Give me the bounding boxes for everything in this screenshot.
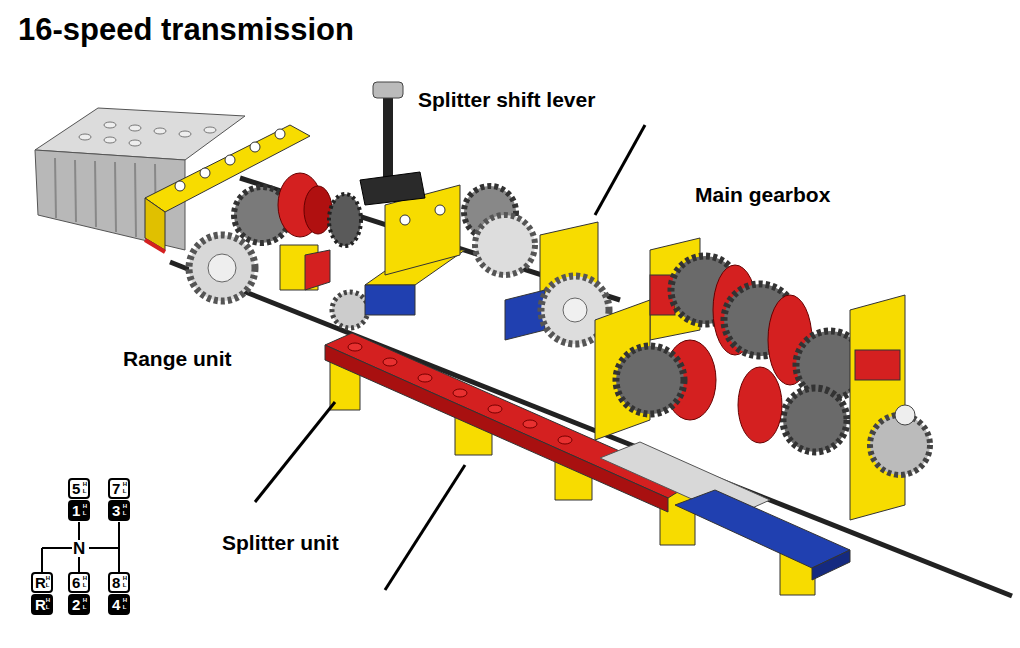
- title: 16-speed transmission: [18, 12, 354, 48]
- gear-number: 5: [72, 481, 80, 496]
- gear-tile: 1HL: [68, 500, 90, 521]
- gear-tile: 5HL: [68, 478, 90, 499]
- gear-number: 3: [112, 503, 120, 518]
- clutch: [304, 186, 332, 234]
- gear: [332, 292, 368, 328]
- stud: [104, 122, 116, 128]
- range-mark: H: [46, 575, 50, 582]
- gear-tile: 7HL: [108, 478, 130, 499]
- part-label: Range unit: [123, 347, 232, 371]
- leader-line: [595, 125, 645, 215]
- beam-hole: [250, 142, 260, 152]
- stud: [104, 137, 116, 143]
- gear-number: 8: [112, 575, 120, 590]
- range-mark: H: [83, 481, 87, 488]
- stud: [488, 405, 502, 413]
- range-mark: L: [83, 604, 87, 611]
- range-mark: L: [123, 488, 127, 495]
- range-mark: L: [83, 510, 87, 517]
- gear: [616, 346, 684, 414]
- gear-tile: RHL: [31, 572, 53, 593]
- clutch: [738, 367, 782, 443]
- gear-tile: 2HL: [68, 594, 90, 615]
- gear-number: 2: [72, 597, 80, 612]
- gear-number: R: [35, 597, 46, 612]
- range-mark: L: [83, 488, 87, 495]
- range-mark: L: [123, 582, 127, 589]
- beam-hole: [200, 168, 210, 178]
- beam-hole: [175, 181, 185, 191]
- stud: [453, 389, 467, 397]
- stud: [129, 125, 141, 131]
- gear-hub: [208, 254, 236, 282]
- gear-number: 1: [72, 503, 80, 518]
- beam-hole: [225, 155, 235, 165]
- leader-line: [385, 465, 465, 590]
- gear-hub: [895, 405, 915, 425]
- motor-ribs: [55, 158, 156, 242]
- gear-tile: 3HL: [108, 500, 130, 521]
- stud: [558, 436, 572, 444]
- stud: [383, 358, 397, 366]
- neutral-mark: N: [73, 539, 85, 559]
- shift-gate: [42, 522, 119, 572]
- beam-hole: [435, 205, 445, 215]
- part-label: Splitter shift lever: [418, 88, 595, 112]
- gear: [329, 194, 361, 246]
- gear-number: R: [35, 575, 46, 590]
- stud: [523, 420, 537, 428]
- blue-plate: [812, 550, 850, 580]
- leader-line: [255, 402, 335, 502]
- part-label: Main gearbox: [695, 183, 830, 207]
- beam-hole: [400, 215, 410, 225]
- range-mark: H: [83, 597, 87, 604]
- range-mark: H: [123, 503, 127, 510]
- gear-number: 6: [72, 575, 80, 590]
- red-beam: [325, 345, 668, 512]
- part-label: Splitter unit: [222, 531, 339, 555]
- range-mark: H: [123, 597, 127, 604]
- gear-number: 7: [112, 481, 120, 496]
- red-block: [305, 250, 330, 290]
- blue-plate: [675, 490, 850, 568]
- gear-tile: 4HL: [108, 594, 130, 615]
- range-mark: L: [46, 582, 50, 589]
- red-plate: [145, 240, 165, 252]
- range-mark: H: [46, 597, 50, 604]
- gear-number: 4: [112, 597, 120, 612]
- gear: [189, 235, 255, 301]
- stud: [79, 134, 91, 140]
- gear-hub: [563, 298, 587, 322]
- stud: [204, 127, 216, 133]
- stud: [418, 374, 432, 382]
- range-mark: H: [83, 503, 87, 510]
- yellow-frame: [850, 295, 905, 520]
- red-block: [855, 350, 900, 380]
- blue-plate: [365, 285, 415, 315]
- gear: [475, 215, 535, 275]
- range-mark: L: [123, 604, 127, 611]
- lever-base: [360, 172, 425, 205]
- range-mark: H: [83, 575, 87, 582]
- gear: [783, 388, 847, 452]
- range-mark: H: [123, 481, 127, 488]
- range-mark: L: [46, 604, 50, 611]
- stud: [179, 131, 191, 137]
- range-mark: L: [83, 582, 87, 589]
- gear-tile: 6HL: [68, 572, 90, 593]
- lever-knob: [373, 82, 403, 98]
- gear-tile: RHL: [31, 594, 53, 615]
- stud: [129, 140, 141, 146]
- range-mark: L: [123, 510, 127, 517]
- stud: [154, 128, 166, 134]
- range-mark: H: [123, 575, 127, 582]
- gear-tile: 8HL: [108, 572, 130, 593]
- axle: [170, 262, 1012, 596]
- beam-hole: [275, 129, 285, 139]
- stud: [348, 343, 362, 351]
